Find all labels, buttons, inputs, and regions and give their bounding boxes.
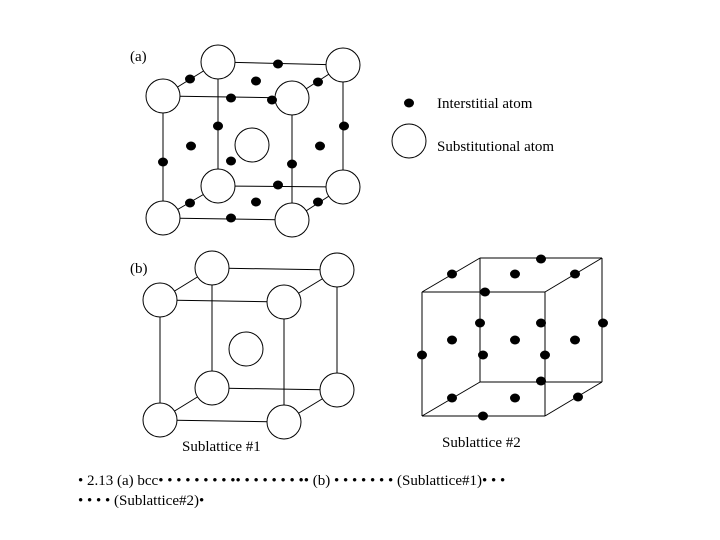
interstitial-atom <box>447 393 457 403</box>
interstitial-atom <box>267 95 277 105</box>
interstitial-atom <box>185 74 195 84</box>
fig-a-interstitial-atoms <box>158 59 349 223</box>
legend-substitutional-icon <box>391 123 427 159</box>
interstitial-atom <box>478 350 488 360</box>
fig-b-label: (b) <box>130 261 148 277</box>
substitutional-atom <box>142 282 178 318</box>
interstitial-atom <box>598 318 608 328</box>
substitutional-atom <box>145 200 181 236</box>
interstitial-atom <box>273 59 283 69</box>
interstitial-atom <box>287 159 297 169</box>
substitutional-atom <box>145 78 181 114</box>
interstitial-atom <box>510 335 520 345</box>
substitutional-atom <box>228 331 264 367</box>
interstitial-atom <box>510 269 520 279</box>
interstitial-atom <box>315 141 325 151</box>
interstitial-atom <box>536 376 546 386</box>
interstitial-atom <box>478 411 488 421</box>
legend-interstitial-icon <box>404 98 414 108</box>
substitutional-atom <box>325 47 361 83</box>
interstitial-atom <box>251 197 261 207</box>
interstitial-atom <box>158 157 168 167</box>
legend <box>391 98 427 159</box>
sublattice2-label: Sublattice #2 <box>442 435 521 451</box>
substitutional-atom <box>319 252 355 288</box>
interstitial-atom <box>536 318 546 328</box>
interstitial-atom <box>226 213 236 223</box>
legend-substitutional-label: Substitutional atom <box>437 139 554 155</box>
interstitial-atom <box>273 180 283 190</box>
interstitial-atom <box>226 156 236 166</box>
caption-line-2: • • • • (Sublattice#2)• <box>78 493 205 509</box>
interstitial-atom <box>475 318 485 328</box>
substitutional-atom <box>194 250 230 286</box>
interstitial-atom <box>339 121 349 131</box>
substitutional-atom <box>234 127 270 163</box>
interstitial-atom <box>213 121 223 131</box>
interstitial-atom <box>536 254 546 264</box>
sublattice2-atoms <box>417 254 608 421</box>
interstitial-atom <box>447 269 457 279</box>
interstitial-atom <box>480 287 490 297</box>
interstitial-atom <box>540 350 550 360</box>
substitutional-atom <box>319 372 355 408</box>
interstitial-atom <box>570 269 580 279</box>
sublattice1-atoms <box>142 250 355 440</box>
interstitial-atom <box>570 335 580 345</box>
interstitial-atom <box>186 141 196 151</box>
interstitial-atom <box>573 392 583 402</box>
interstitial-atom <box>510 393 520 403</box>
substitutional-atom <box>200 168 236 204</box>
interstitial-atom <box>313 77 323 87</box>
substitutional-atom <box>325 169 361 205</box>
fig-a-label: (a) <box>130 49 147 65</box>
substitutional-atom <box>194 370 230 406</box>
figure-caption: • 2.13 (a) bcc• • • • • • • • •• • • • •… <box>78 471 678 511</box>
interstitial-atom <box>251 76 261 86</box>
substitutional-atom <box>274 80 310 116</box>
caption-line-1: • 2.13 (a) bcc• • • • • • • • •• • • • •… <box>78 473 506 489</box>
substitutional-atom <box>200 44 236 80</box>
interstitial-atom <box>185 198 195 208</box>
interstitial-atom <box>226 93 236 103</box>
legend-interstitial-label: Interstitial atom <box>437 96 533 112</box>
interstitial-atom <box>447 335 457 345</box>
substitutional-atom <box>274 202 310 238</box>
fig-a-substitutional-atoms <box>145 44 361 238</box>
substitutional-atom <box>266 404 302 440</box>
substitutional-atom <box>142 402 178 438</box>
sublattice1-label: Sublattice #1 <box>182 439 261 455</box>
interstitial-atom <box>417 350 427 360</box>
interstitial-atom <box>313 197 323 207</box>
substitutional-atom <box>266 284 302 320</box>
